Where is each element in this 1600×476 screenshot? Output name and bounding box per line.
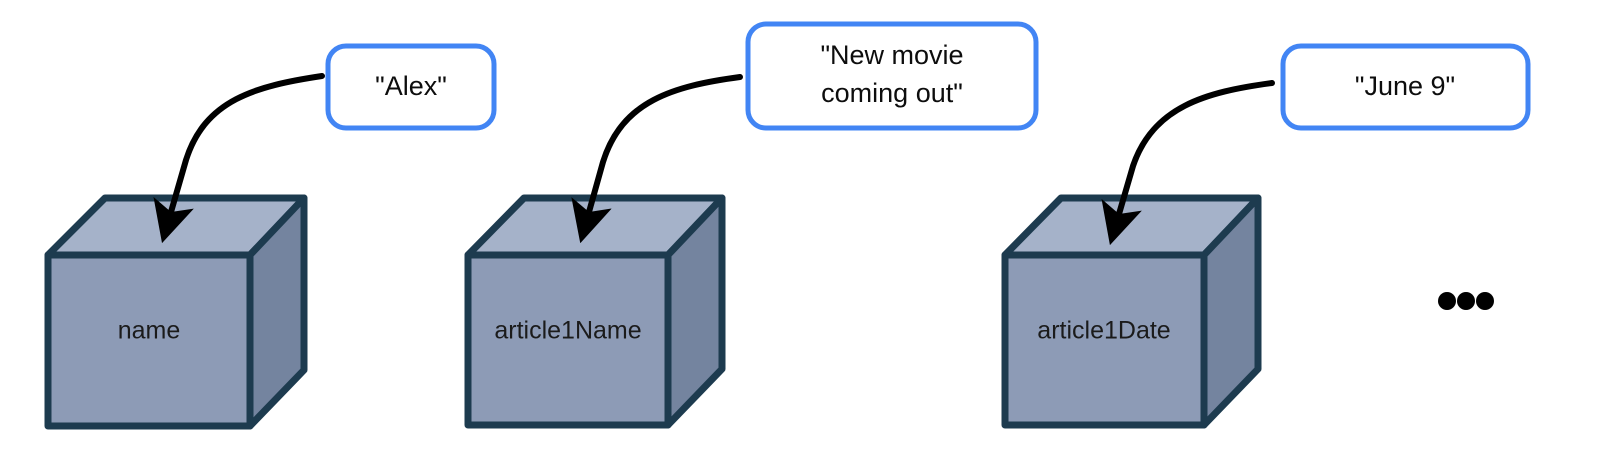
cube-article1date-label: article1Date [1037,317,1170,345]
cube-article1date-front-face [1001,251,1208,429]
ellipsis-dot-2 [1457,292,1475,310]
callout-alex-line-1: "Alex" [375,71,447,101]
arrow-to-name-path [153,73,325,244]
arrow-to-article1date [1101,80,1275,246]
ellipsis-dot-3 [1476,292,1494,310]
ellipsis [1438,292,1494,310]
cube-name-front-face [44,251,254,430]
arrow-to-article1name [571,74,743,244]
cube-name: name [44,194,308,430]
callout-new-movie[interactable]: "New movie coming out" [745,21,1039,131]
arrow-to-article1date-path [1101,80,1275,246]
cube-article1date: article1Date [1001,194,1262,429]
ellipsis-dot-1 [1438,292,1456,310]
callout-new-movie-line-1: "New movie [820,40,963,70]
callout-june-9[interactable]: "June 9" [1280,43,1531,131]
cube-article1name-front-face [464,251,672,429]
callout-june-9-line-1: "June 9" [1355,71,1455,101]
callout-alex[interactable]: "Alex" [325,43,497,131]
callout-alex-box[interactable] [325,43,497,131]
cube-article1name-label: article1Name [494,317,641,345]
arrow-to-name [153,73,325,244]
arrow-to-article1name-path [571,74,743,244]
cube-name-label: name [118,317,181,345]
callout-new-movie-box[interactable] [745,21,1039,131]
callout-june-9-box[interactable] [1280,43,1531,131]
callout-new-movie-line-2: coming out" [821,78,963,108]
cube-article1name: article1Name [464,194,726,429]
